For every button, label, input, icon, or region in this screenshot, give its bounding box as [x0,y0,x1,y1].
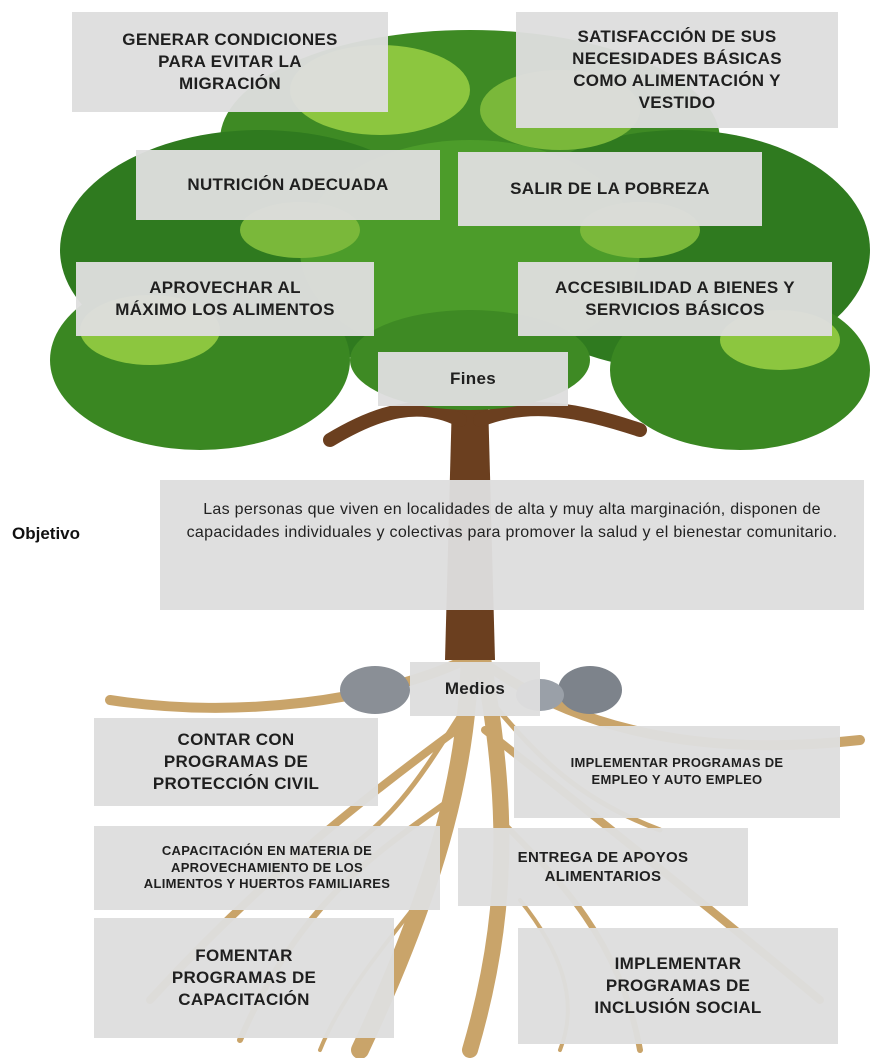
medio-inclusion-social: IMPLEMENTAR PROGRAMAS DE INCLUSIÓN SOCIA… [518,928,838,1044]
fin-generar-condiciones: GENERAR CONDICIONES PARA EVITAR LA MIGRA… [72,12,388,112]
medio-empleo-autoempleo: IMPLEMENTAR PROGRAMAS DE EMPLEO Y AUTO E… [514,726,840,818]
medios-label: Medios [410,662,540,716]
medio-capacitacion-alimentos: CAPACITACIÓN EN MATERIA DE APROVECHAMIEN… [94,826,440,910]
medio-proteccion-civil: CONTAR CON PROGRAMAS DE PROTECCIÓN CIVIL [94,718,378,806]
fin-aprovechar-alimentos: APROVECHAR AL MÁXIMO LOS ALIMENTOS [76,262,374,336]
fines-label: Fines [378,352,568,406]
objetivo-label: Objetivo [12,524,81,543]
objetivo-text: Las personas que viven en localidades de… [160,480,864,610]
fin-salir-pobreza: SALIR DE LA POBREZA [458,152,762,226]
medio-fomentar-capacitacion: FOMENTAR PROGRAMAS DE CAPACITACIÓN [94,918,394,1038]
medio-apoyos-alimentarios: ENTREGA DE APOYOS ALIMENTARIOS [458,828,748,906]
fin-nutricion-adecuada: NUTRICIÓN ADECUADA [136,150,440,220]
fin-accesibilidad-bienes: ACCESIBILIDAD A BIENES Y SERVICIOS BÁSIC… [518,262,832,336]
fin-satisfaccion-necesidades: SATISFACCIÓN DE SUS NECESIDADES BÁSICAS … [516,12,838,128]
